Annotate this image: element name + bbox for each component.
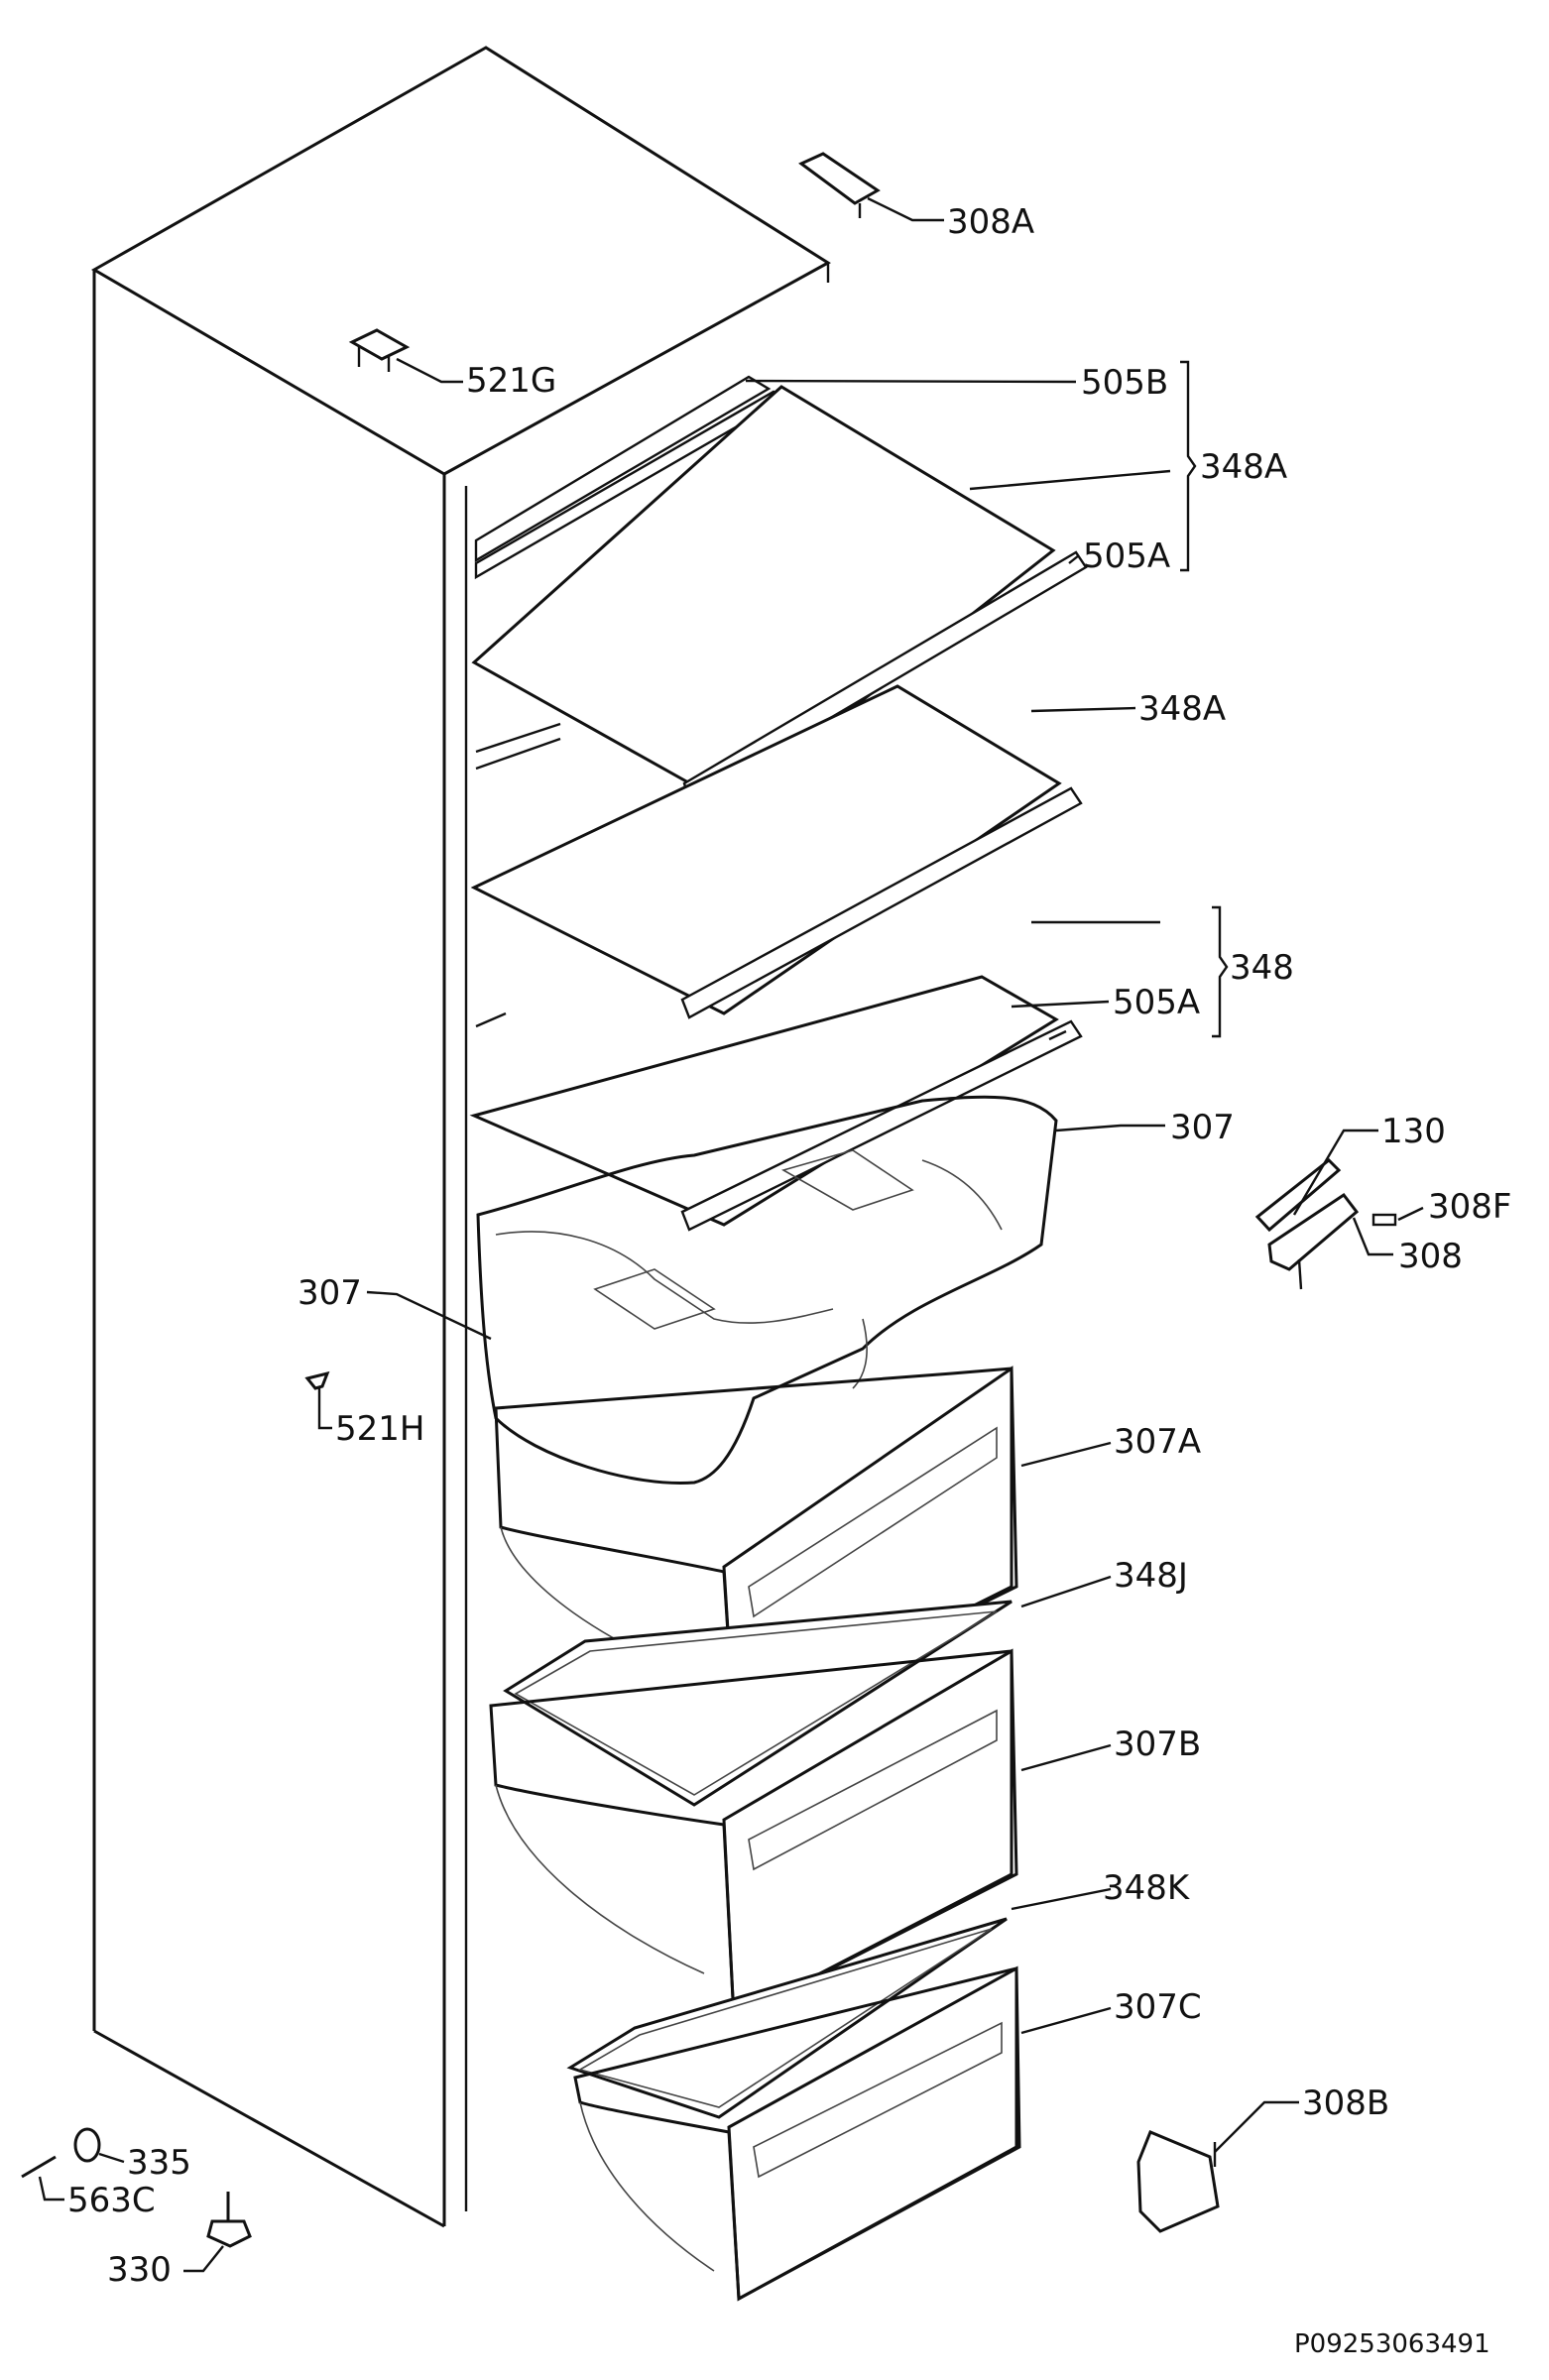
shelf-3-348 xyxy=(469,975,1083,1232)
part-335 xyxy=(73,2127,101,2163)
callout-307-top: 307 xyxy=(1170,1108,1235,1147)
callout-307C: 307C xyxy=(1114,1987,1202,2027)
pin-563C-part xyxy=(21,2155,57,2179)
drawer-307C xyxy=(573,1965,1021,2302)
bracket-348A xyxy=(1180,360,1197,572)
callout-563C: 563C xyxy=(67,2181,156,2220)
part-521G xyxy=(348,328,411,372)
callout-307A: 307A xyxy=(1114,1422,1201,1462)
callout-308: 308 xyxy=(1398,1237,1463,1276)
callout-330: 330 xyxy=(107,2250,172,2290)
callout-308B: 308B xyxy=(1302,2083,1389,2123)
callout-130: 130 xyxy=(1381,1112,1446,1151)
leader-lines xyxy=(38,196,1424,2273)
callout-505A-1: 505A xyxy=(1083,536,1170,576)
hinge-308A-part xyxy=(798,152,881,218)
hinge-308B-part xyxy=(1136,2130,1220,2233)
cabinet-body xyxy=(90,46,831,2228)
callout-307-left: 307 xyxy=(298,1273,362,1313)
callout-335: 335 xyxy=(127,2143,191,2183)
callout-348A-1: 348A xyxy=(1200,447,1287,487)
hinge-assembly-130-308 xyxy=(1254,1157,1397,1290)
callout-505A-2: 505A xyxy=(1113,983,1200,1022)
callout-308A: 308A xyxy=(947,202,1034,242)
shelf-2-348A xyxy=(470,684,1083,1019)
callout-348K: 348K xyxy=(1103,1868,1191,1908)
bracket-348 xyxy=(1212,905,1229,1038)
callout-308F: 308F xyxy=(1428,1187,1511,1227)
glass-348J xyxy=(503,1600,1013,1807)
callout-521H: 521H xyxy=(335,1409,424,1449)
callout-307B: 307B xyxy=(1114,1725,1201,1764)
callout-348A-2: 348A xyxy=(1138,689,1226,729)
foot-330 xyxy=(206,2192,252,2248)
callout-348J: 348J xyxy=(1114,1556,1188,1596)
callout-348: 348 xyxy=(1230,948,1294,988)
screw-521H xyxy=(304,1370,330,1390)
callout-505B: 505B xyxy=(1081,363,1168,403)
drawer-307B xyxy=(489,1648,1018,2021)
drawing-reference-number: P09253063491 xyxy=(1294,2329,1490,2359)
glass-348K xyxy=(566,1917,1008,2119)
callout-521G: 521G xyxy=(466,361,556,401)
